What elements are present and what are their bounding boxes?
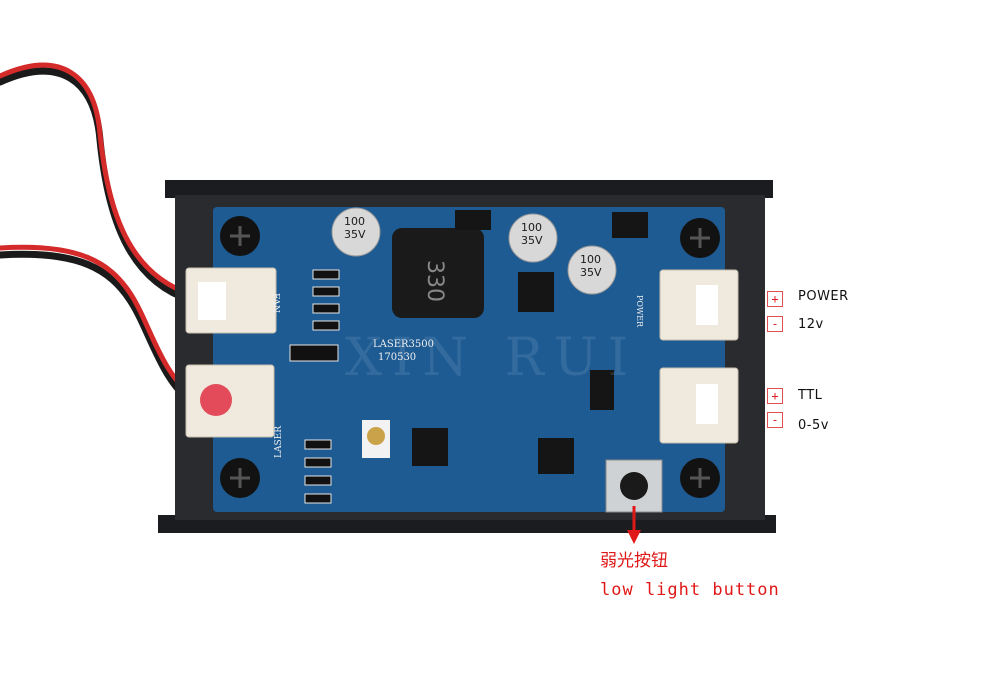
inductor-label: 330 xyxy=(422,260,447,302)
inductor xyxy=(392,228,484,318)
laser-connector xyxy=(185,364,275,438)
power-minus-marker: - xyxy=(767,316,783,332)
button-label-chinese: 弱光按钮 xyxy=(600,551,668,571)
cap2-value: 100 xyxy=(521,221,542,234)
cap3-voltage: 35V xyxy=(580,266,602,279)
cap1-voltage: 35V xyxy=(344,228,366,241)
board-date-silkscreen: 170530 xyxy=(378,352,416,363)
board-model-silkscreen: LASER3500 xyxy=(373,339,434,350)
screw-icon xyxy=(220,216,720,498)
ttl-plus-marker: + xyxy=(767,388,783,404)
xinrui-watermark: XIN RUI xyxy=(345,328,638,388)
cap1-value: 100 xyxy=(344,215,365,228)
capacitor: 100 35V 100 35V 100 35V xyxy=(331,207,617,295)
cap3-value: 100 xyxy=(580,253,601,266)
ttl-voltage-label: 0-5v xyxy=(798,418,829,433)
power-label: POWER xyxy=(798,289,849,304)
cap2-voltage: 35V xyxy=(521,234,543,247)
power-port-silkscreen: POWER xyxy=(635,295,644,328)
ttl-minus-marker: - xyxy=(767,412,783,428)
power-voltage-label: 12v xyxy=(798,317,824,332)
smd-resistors xyxy=(289,269,340,504)
ttl-label: TTL xyxy=(798,388,823,403)
power-plus-marker: + xyxy=(767,291,783,307)
fan-port-silkscreen: FAN xyxy=(270,293,280,313)
wires xyxy=(0,62,199,409)
power-connector xyxy=(659,269,739,341)
button-label-english: low light button xyxy=(600,580,780,600)
ic-chip xyxy=(412,210,648,474)
fan-connector xyxy=(185,267,277,334)
laser-port-silkscreen: LASER xyxy=(274,426,284,458)
arrow-head-icon xyxy=(627,530,641,544)
heatsink-top-rail xyxy=(165,180,773,198)
ttl-connector xyxy=(659,367,739,444)
